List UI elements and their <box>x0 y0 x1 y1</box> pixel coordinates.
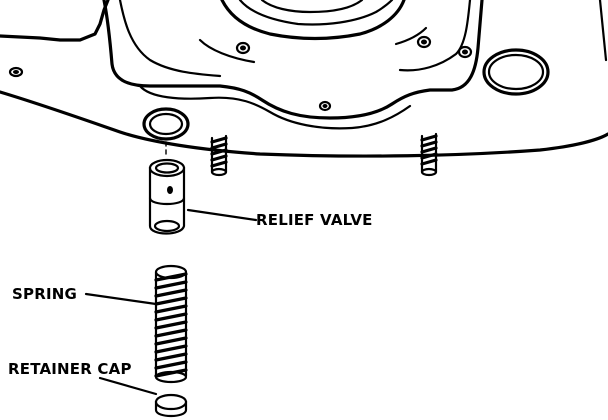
leader-retainer-cap <box>98 376 158 396</box>
housing-plate <box>0 0 608 159</box>
retainer-cap-part <box>154 393 188 418</box>
relief-valve-part <box>148 158 186 235</box>
left-stud <box>210 134 228 177</box>
leader-spring <box>84 292 158 306</box>
label-spring: SPRING <box>12 285 77 303</box>
label-retainer-cap: RETAINER CAP <box>8 360 132 378</box>
spring-part <box>154 264 188 384</box>
label-relief-valve: RELIEF VALVE <box>256 211 373 229</box>
right-stud <box>420 132 438 177</box>
leader-relief-valve <box>186 208 258 222</box>
